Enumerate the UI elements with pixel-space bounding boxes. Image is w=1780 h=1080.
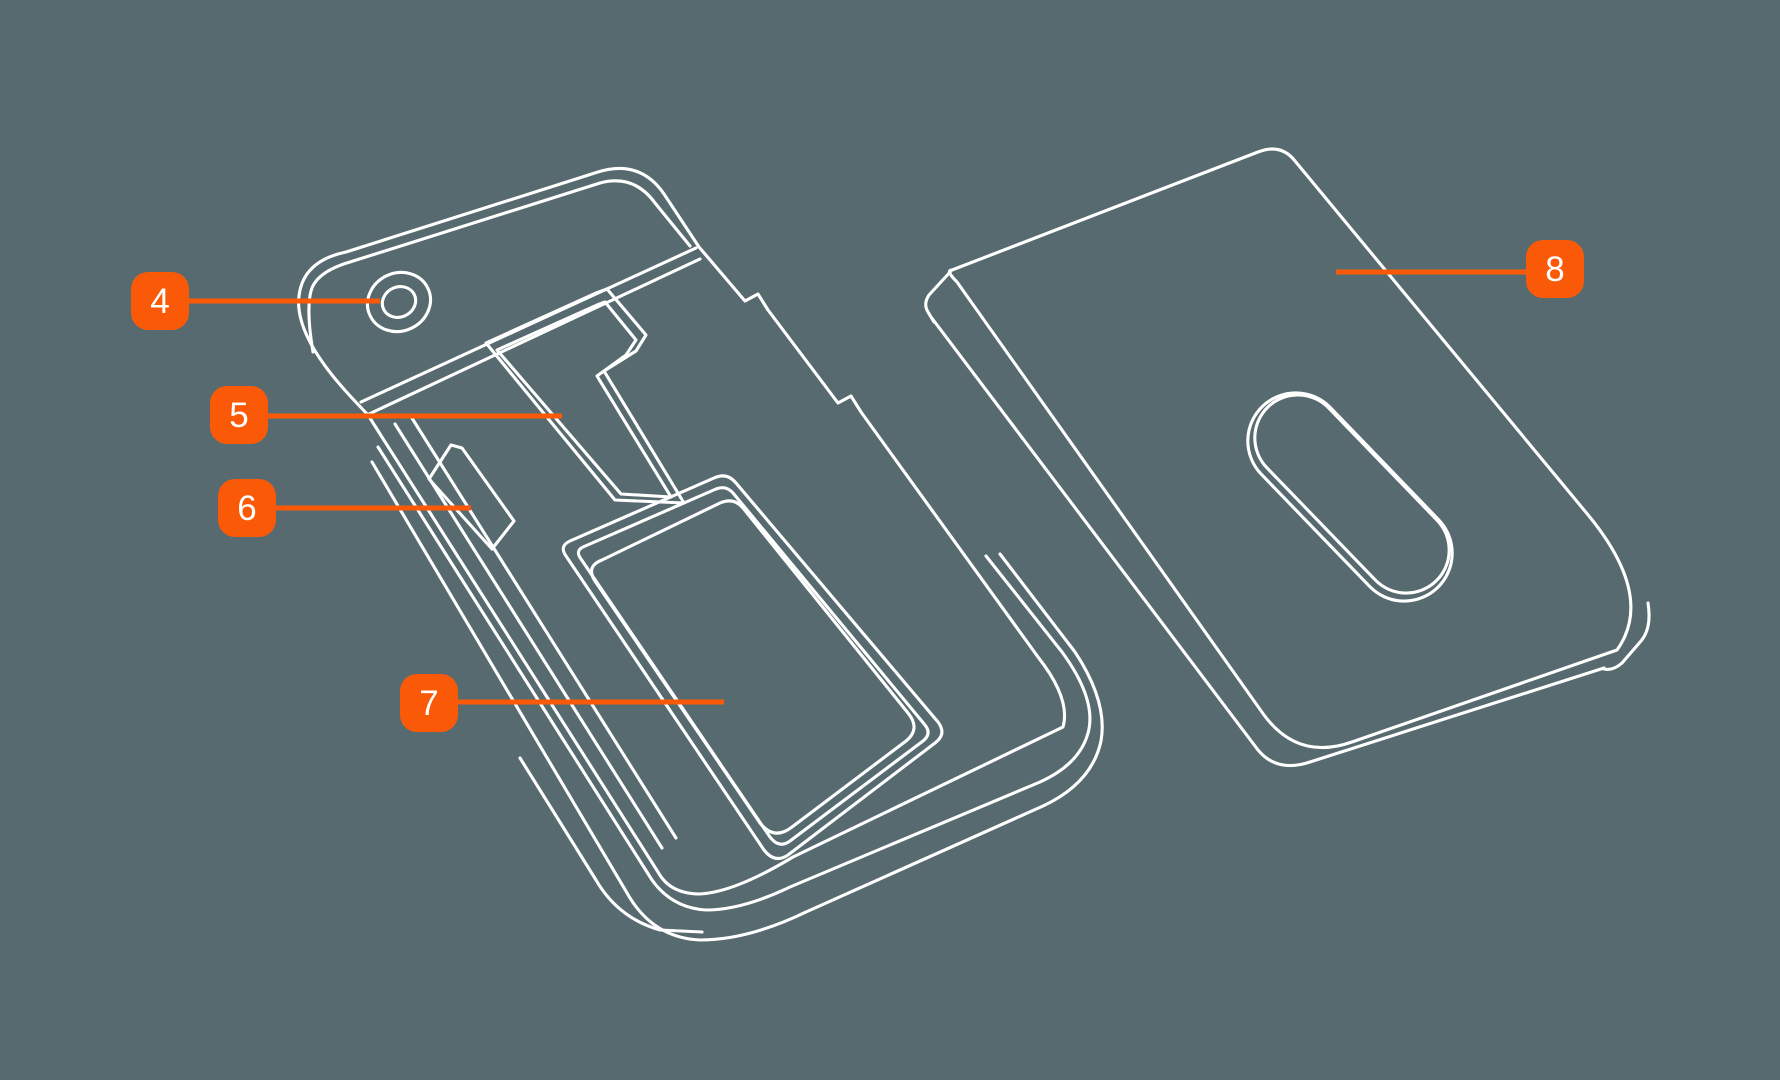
side-latch-tab (427, 443, 516, 551)
callout-badge-7: 7 (400, 674, 458, 732)
back-cover-right-corner-bevel (1602, 601, 1651, 671)
head-seam-line-inner (367, 257, 702, 416)
battery-compartment-lip-outer (561, 474, 944, 861)
camera-opening-outer-ring (365, 270, 433, 334)
device-top-bevel-line (307, 179, 692, 354)
callout-badge-8: 8 (1526, 240, 1584, 298)
callout-badge-4: 4 (131, 272, 189, 330)
back-cover-side-wall-line (929, 315, 1606, 768)
shell-thickness-line-1 (376, 445, 1092, 912)
shell-thickness-line-3 (518, 756, 704, 934)
shell-thickness-line-2 (370, 460, 1104, 942)
side-rail-line-a (393, 422, 664, 850)
battery-compartment-floor (590, 499, 916, 835)
back-cover-left-corner-bevel (924, 269, 953, 324)
callout-badge-5: 5 (210, 386, 268, 444)
callout-leader-lines (189, 269, 1527, 705)
cover-sensor-cutout-inner (1253, 393, 1451, 595)
callout-number: 7 (419, 683, 439, 723)
callout-number: 6 (237, 488, 257, 528)
callout-number: 4 (150, 281, 170, 321)
back-cover (924, 147, 1651, 768)
device-body (297, 167, 1104, 942)
back-cover-outline (947, 147, 1633, 750)
camera-opening-inner-ring (380, 285, 418, 319)
callout-number: 8 (1545, 249, 1565, 289)
battery-compartment-lip-inner (576, 486, 930, 846)
card-slot-recess-inner (495, 300, 673, 499)
card-slot-recess-outer (484, 287, 686, 505)
callout-number: 5 (229, 395, 249, 435)
device-outline (297, 167, 1067, 896)
side-rail-line-b (408, 413, 678, 840)
callout-badge-6: 6 (218, 479, 276, 537)
